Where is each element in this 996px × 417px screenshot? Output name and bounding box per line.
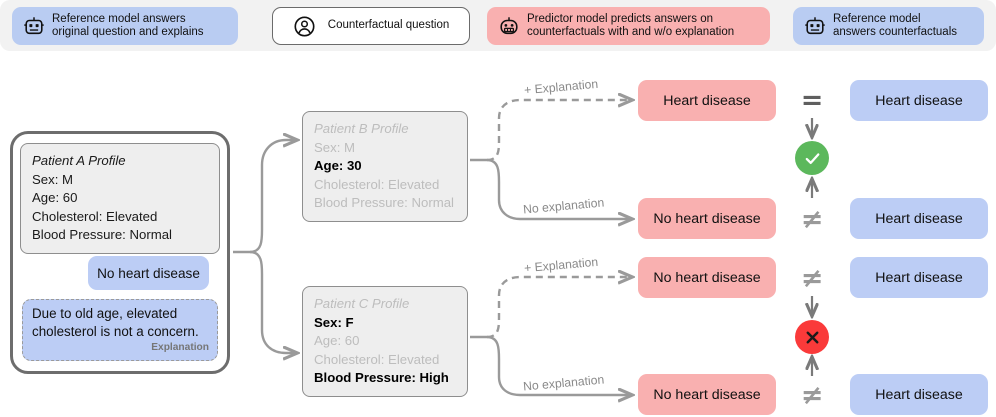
patient-b-line: Sex: M <box>314 139 356 155</box>
person-icon <box>294 15 315 37</box>
robot-icon <box>805 17 825 35</box>
patient-a-title: Patient A Profile <box>32 153 126 168</box>
verdict-incorrect-badge <box>795 320 829 354</box>
legend-bar: Reference model answers original questio… <box>0 0 996 51</box>
compare-symbol-row2: ≠ <box>800 203 824 235</box>
patient-a-explanation-text: Due to old age, elevated cholesterol is … <box>32 306 199 339</box>
reference-answer-row2: Heart disease <box>850 198 988 239</box>
patient-c-profile-card: Patient C Profile Sex: F Age: 60 Cholest… <box>302 286 468 397</box>
patient-a-line: Age: 60 <box>32 190 78 206</box>
patient-c-line-changed: Sex: F <box>314 314 354 330</box>
patient-a-answer: No heart disease <box>88 256 209 290</box>
legend-item-reference-counterfactuals: Reference model answers counterfactuals <box>793 7 984 45</box>
legend-item-counterfactual-question: Counterfactual question <box>272 7 470 45</box>
legend-item-reference-original: Reference model answers original questio… <box>12 7 238 45</box>
reference-answer-row4: Heart disease <box>850 374 988 415</box>
patient-a-profile-card: Patient A Profile Sex: M Age: 60 Cholest… <box>20 143 220 254</box>
patient-a-line: Sex: M <box>32 171 74 187</box>
edge-a-to-split <box>233 140 296 353</box>
prediction-c-no-explanation: No heart disease <box>638 374 776 415</box>
patient-a-explanation: Due to old age, elevated cholesterol is … <box>22 299 218 361</box>
legend-item-predictor-counterfactuals: Predictor model predicts answers on coun… <box>487 7 770 45</box>
patient-b-profile-card: Patient B Profile Sex: M Age: 30 Cholest… <box>302 111 468 222</box>
compare-symbol-row1: = <box>800 84 824 116</box>
patient-c-line-changed: Blood Pressure: High <box>314 370 449 386</box>
patient-b-line: Blood Pressure: Normal <box>314 195 454 211</box>
reference-answer-row1: Heart disease <box>850 80 988 121</box>
patient-b-title: Patient B Profile <box>314 121 409 136</box>
check-icon <box>805 152 819 164</box>
prediction-c-with-explanation: No heart disease <box>638 257 776 298</box>
robot-icon <box>500 17 518 35</box>
patient-c-line: Age: 60 <box>314 333 360 349</box>
patient-c-title: Patient C Profile <box>314 296 410 311</box>
legend-item-label: Reference model answers counterfactuals <box>833 12 958 38</box>
reference-answer-row3: Heart disease <box>850 257 988 298</box>
verdict-correct-badge <box>795 141 829 175</box>
prediction-b-with-explanation: Heart disease <box>638 80 776 121</box>
edge-c-branches <box>470 277 631 395</box>
patient-a-line: Cholesterol: Elevated <box>32 208 158 224</box>
legend-item-label: Reference model answers original questio… <box>52 12 204 38</box>
compare-symbol-row4: ≠ <box>800 379 824 411</box>
edge-b-branches <box>470 100 631 219</box>
patient-c-line: Cholesterol: Elevated <box>314 351 440 367</box>
prediction-b-no-explanation: No heart disease <box>638 198 776 239</box>
close-icon <box>806 331 818 343</box>
patient-b-line: Cholesterol: Elevated <box>314 176 440 192</box>
legend-item-label: Counterfactual question <box>327 19 450 32</box>
patient-b-line-changed: Age: 30 <box>314 158 362 174</box>
explanation-tag: Explanation <box>151 341 209 353</box>
legend-item-label: Predictor model predicts answers on coun… <box>527 12 735 38</box>
compare-symbol-row3: ≠ <box>800 262 824 294</box>
robot-icon <box>24 17 44 35</box>
patient-a-line: Blood Pressure: Normal <box>32 227 172 243</box>
